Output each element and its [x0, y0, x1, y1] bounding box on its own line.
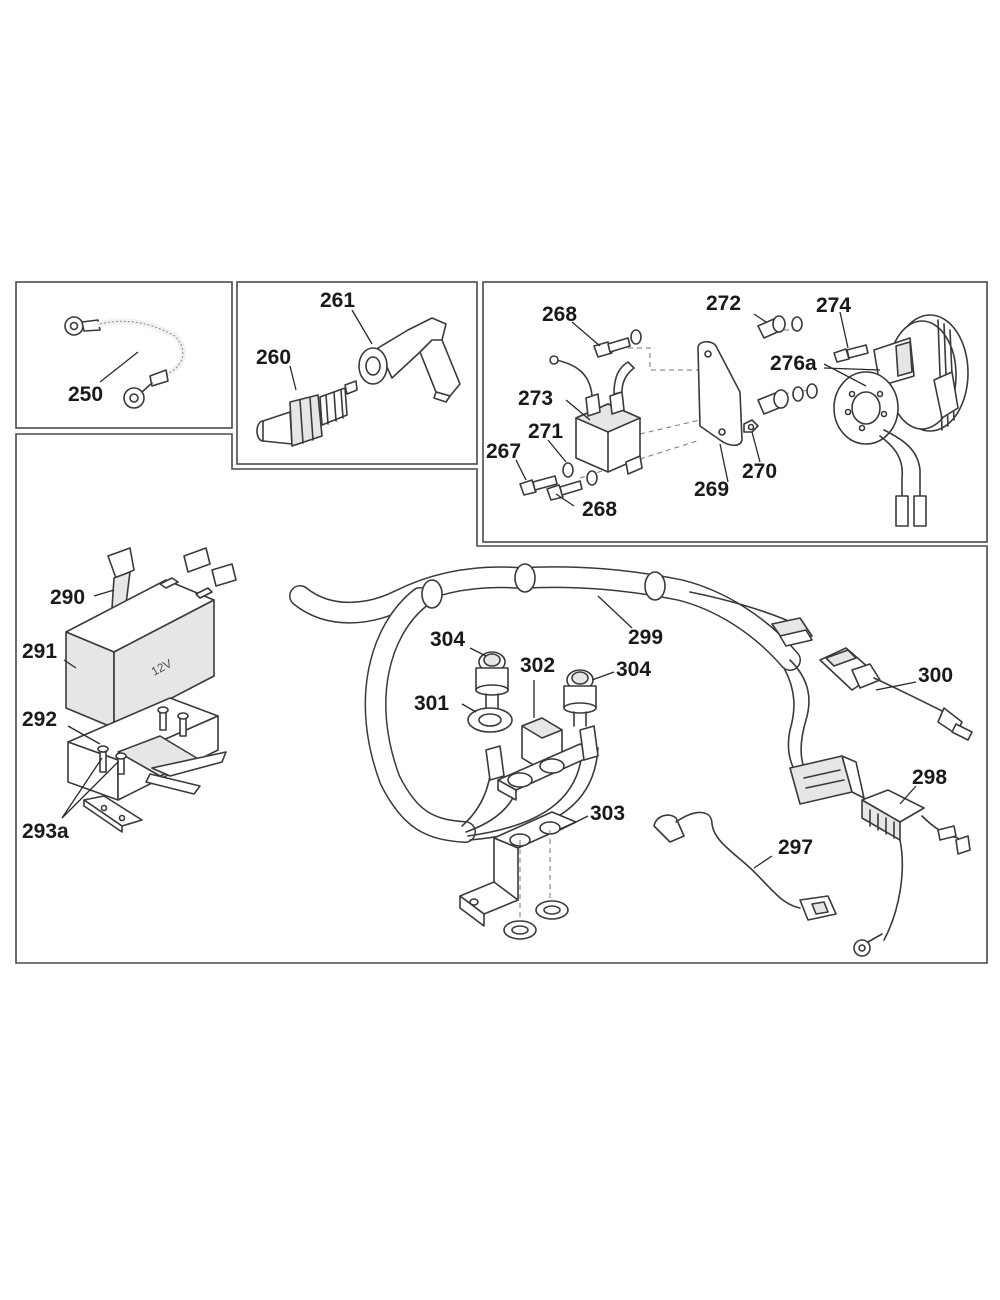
label-272: 272 [706, 292, 741, 315]
spark-plug-cap [358, 317, 461, 403]
panel-wiring [15, 433, 988, 964]
label-292: 292 [22, 708, 57, 731]
label-304-left: 304 [430, 628, 465, 651]
label-300: 300 [918, 664, 953, 687]
rubber-ring [467, 707, 513, 733]
leader-lines [61, 309, 917, 869]
part-labels: 250 261 260 268 272 274 276a 273 271 267… [22, 289, 953, 859]
label-270: 270 [742, 460, 777, 483]
panel-ignition [482, 281, 988, 543]
label-260: 260 [256, 346, 291, 369]
battery [65, 577, 215, 729]
label-290: 290 [50, 586, 85, 609]
push-button-right [563, 669, 597, 727]
label-298: 298 [912, 766, 947, 789]
battery-strap [107, 547, 135, 609]
sensor-lead [653, 811, 837, 921]
label-276a: 276a [770, 352, 817, 375]
label-267: 267 [486, 440, 521, 463]
label-261: 261 [320, 289, 355, 312]
label-304-right: 304 [616, 658, 651, 681]
label-291: 291 [22, 640, 57, 663]
label-271: 271 [528, 420, 563, 443]
label-274: 274 [816, 294, 851, 317]
sensor-connector [819, 647, 973, 741]
label-250: 250 [68, 383, 103, 406]
ground-cable [64, 316, 186, 409]
label-301: 301 [414, 692, 449, 715]
label-303: 303 [590, 802, 625, 825]
label-302: 302 [520, 654, 555, 677]
spark-plug [256, 380, 358, 447]
ignition-hardware [519, 315, 869, 501]
switch-bracket [459, 811, 577, 940]
push-button-left [475, 651, 509, 709]
panel-ground-cable [15, 281, 233, 429]
label-297: 297 [778, 836, 813, 859]
panel-frames [15, 281, 988, 964]
flywheel-stator [833, 314, 969, 527]
fuse-holder [853, 789, 971, 957]
panel-spark-plug [236, 281, 478, 465]
switch-panel [485, 717, 599, 801]
label-273: 273 [518, 387, 553, 410]
label-293a: 293a [22, 820, 69, 843]
label-268-top: 268 [542, 303, 577, 326]
label-299: 299 [628, 626, 663, 649]
battery-tray [67, 697, 227, 833]
wiring-harness [183, 547, 865, 843]
label-268-bottom: 268 [582, 498, 617, 521]
label-269: 269 [694, 478, 729, 501]
